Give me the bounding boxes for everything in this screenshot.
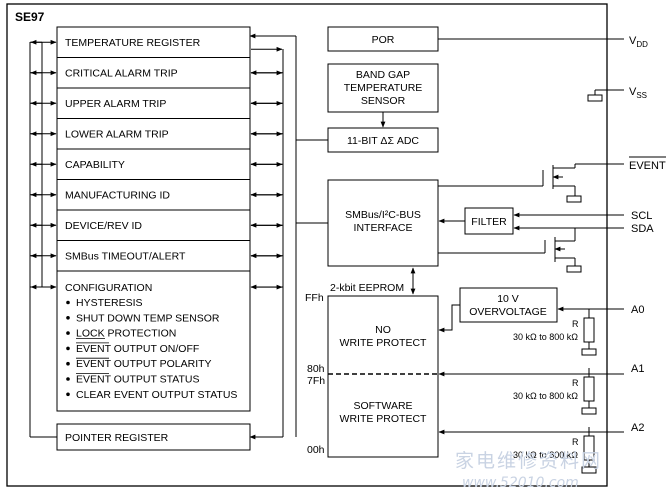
eeprom-lower-label-1: SOFTWARE bbox=[353, 400, 412, 412]
watermark-text: 家电维修资料网 bbox=[455, 450, 602, 472]
address-bus bbox=[438, 371, 624, 435]
pin-a1: A1 bbox=[631, 363, 644, 375]
bandgap-label-2: TEMPERATURE bbox=[344, 82, 423, 94]
pointer-register-label: POINTER REGISTER bbox=[65, 432, 169, 444]
por-block: POR bbox=[327, 26, 624, 52]
register-label: CRITICAL ALARM TRIP bbox=[65, 68, 178, 80]
por-label: POR bbox=[372, 34, 395, 46]
config-item: EVENT OUTPUT STATUS bbox=[76, 374, 200, 386]
config-item: SHUT DOWN TEMP SENSOR bbox=[76, 312, 220, 324]
overvoltage-block: 10 V OVERVOLTAGE bbox=[438, 287, 624, 333]
config-item: EVENT OUTPUT ON/OFF bbox=[76, 343, 199, 355]
register-label: UPPER ALARM TRIP bbox=[65, 98, 166, 110]
pointer-register: POINTER REGISTER bbox=[30, 423, 251, 451]
bandgap-label-1: BAND GAP bbox=[356, 69, 410, 81]
register-bus-arrows bbox=[30, 39, 57, 290]
sda-output-transistor bbox=[438, 228, 582, 273]
eeprom-address-00h: 00h bbox=[307, 444, 325, 456]
register-label: LOWER ALARM TRIP bbox=[65, 129, 169, 141]
resistor-symbol: R bbox=[572, 437, 579, 447]
resistor-value: 30 kΩ to 800 kΩ bbox=[513, 450, 578, 460]
watermark-url: www.52010.com bbox=[462, 475, 579, 491]
register-smbus-timeout-alert: SMBus TIMEOUT/ALERT bbox=[56, 240, 251, 272]
register-lower-alarm-trip: LOWER ALARM TRIP bbox=[56, 118, 251, 150]
pin-event: EVENT bbox=[629, 160, 666, 172]
register-label: CAPABILITY bbox=[65, 159, 125, 171]
smbus-label-2: INTERFACE bbox=[354, 222, 413, 234]
eeprom-title: 2-kbit EEPROM bbox=[330, 282, 404, 294]
overvoltage-label-1: 10 V bbox=[497, 293, 519, 305]
resistor-symbol: R bbox=[572, 378, 579, 388]
eeprom-upper-label-2: WRITE PROTECT bbox=[340, 337, 427, 349]
pin-a2: A2 bbox=[631, 422, 644, 434]
bandgap-sensor-block: BAND GAP TEMPERATURE SENSOR bbox=[327, 63, 439, 128]
pin-vss: VSS bbox=[629, 86, 647, 100]
pin-vdd: VDD bbox=[629, 35, 648, 49]
register-capability: CAPABILITY bbox=[56, 148, 251, 180]
config-item: CLEAR EVENT OUTPUT STATUS bbox=[76, 389, 237, 401]
config-item: HYSTERESIS bbox=[76, 297, 143, 309]
resistor-value: 30 kΩ to 800 kΩ bbox=[513, 391, 578, 401]
vss-ground bbox=[587, 89, 624, 102]
eeprom-lower-label-2: WRITE PROTECT bbox=[340, 413, 427, 425]
pin-scl: SCL bbox=[631, 210, 652, 222]
pulldown-resistor-a2: R 30 kΩ to 800 kΩ bbox=[513, 427, 597, 474]
register-upper-alarm-trip: UPPER ALARM TRIP bbox=[56, 87, 251, 119]
address-pins: R 30 kΩ to 800 kΩ R 30 kΩ to 800 kΩ R 30 kΩ t… bbox=[513, 309, 597, 474]
pulldown-resistor-a1: R 30 kΩ to 800 kΩ bbox=[513, 368, 597, 415]
register-temperature-register: TEMPERATURE REGISTER bbox=[56, 26, 251, 58]
resistor-value: 30 kΩ to 800 kΩ bbox=[513, 332, 578, 342]
eeprom-address-7fh: 7Fh bbox=[307, 375, 325, 387]
register-device-rev-id: DEVICE/REV ID bbox=[56, 209, 251, 241]
smbus-interface-block: SMBus/I²C-BUS INTERFACE bbox=[327, 179, 439, 267]
config-item: EVENT OUTPUT POLARITY bbox=[76, 358, 212, 370]
config-item: LOCK PROTECTION bbox=[76, 328, 176, 340]
internal-bus bbox=[249, 33, 328, 440]
eeprom-address-80h: 80h bbox=[307, 363, 325, 375]
filter-label: FILTER bbox=[471, 216, 507, 228]
eeprom-upper-label-1: NO bbox=[375, 324, 391, 336]
chip-outline bbox=[6, 3, 608, 487]
resistor-symbol: R bbox=[572, 319, 579, 329]
configuration-title: CONFIGURATION bbox=[65, 282, 152, 294]
filter-block: FILTER bbox=[438, 207, 624, 235]
register-manufacturing-id: MANUFACTURING ID bbox=[56, 179, 251, 211]
pin-labels: VDD VSS EVENT SCL SDA A0 A1 A2 bbox=[629, 35, 666, 434]
register-label: DEVICE/REV ID bbox=[65, 220, 142, 232]
register-bus bbox=[29, 42, 43, 437]
bandgap-label-3: SENSOR bbox=[361, 95, 406, 107]
adc-label: 11-BIT ΔΣ ADC bbox=[347, 135, 419, 147]
overvoltage-label-2: OVERVOLTAGE bbox=[469, 306, 547, 318]
internal-bus-arrows bbox=[250, 46, 283, 290]
chip-name: SE97 bbox=[15, 10, 45, 24]
pin-sda: SDA bbox=[631, 223, 654, 235]
eeprom-address-ffh: FFh bbox=[305, 292, 324, 304]
event-output-transistor bbox=[438, 163, 624, 203]
register-critical-alarm-trip: CRITICAL ALARM TRIP bbox=[56, 57, 251, 89]
adc-block: 11-BIT ΔΣ ADC bbox=[327, 127, 439, 153]
pin-a0: A0 bbox=[631, 304, 644, 316]
register-label: MANUFACTURING ID bbox=[65, 190, 170, 202]
register-label: SMBus TIMEOUT/ALERT bbox=[65, 251, 186, 263]
register-label: TEMPERATURE REGISTER bbox=[65, 37, 201, 49]
configuration-register: CONFIGURATION HYSTERESIS SHUT DOWN TEMP S… bbox=[56, 270, 251, 412]
pulldown-resistor-a0: R 30 kΩ to 800 kΩ bbox=[513, 309, 597, 356]
eeprom-block: 2-kbit EEPROM NO WRITE PROTECT SOFTWARE … bbox=[305, 267, 439, 458]
register-stack: TEMPERATURE REGISTER CRITICAL ALARM TRIP U… bbox=[56, 26, 251, 272]
smbus-label-1: SMBus/I²C-BUS bbox=[345, 209, 421, 221]
